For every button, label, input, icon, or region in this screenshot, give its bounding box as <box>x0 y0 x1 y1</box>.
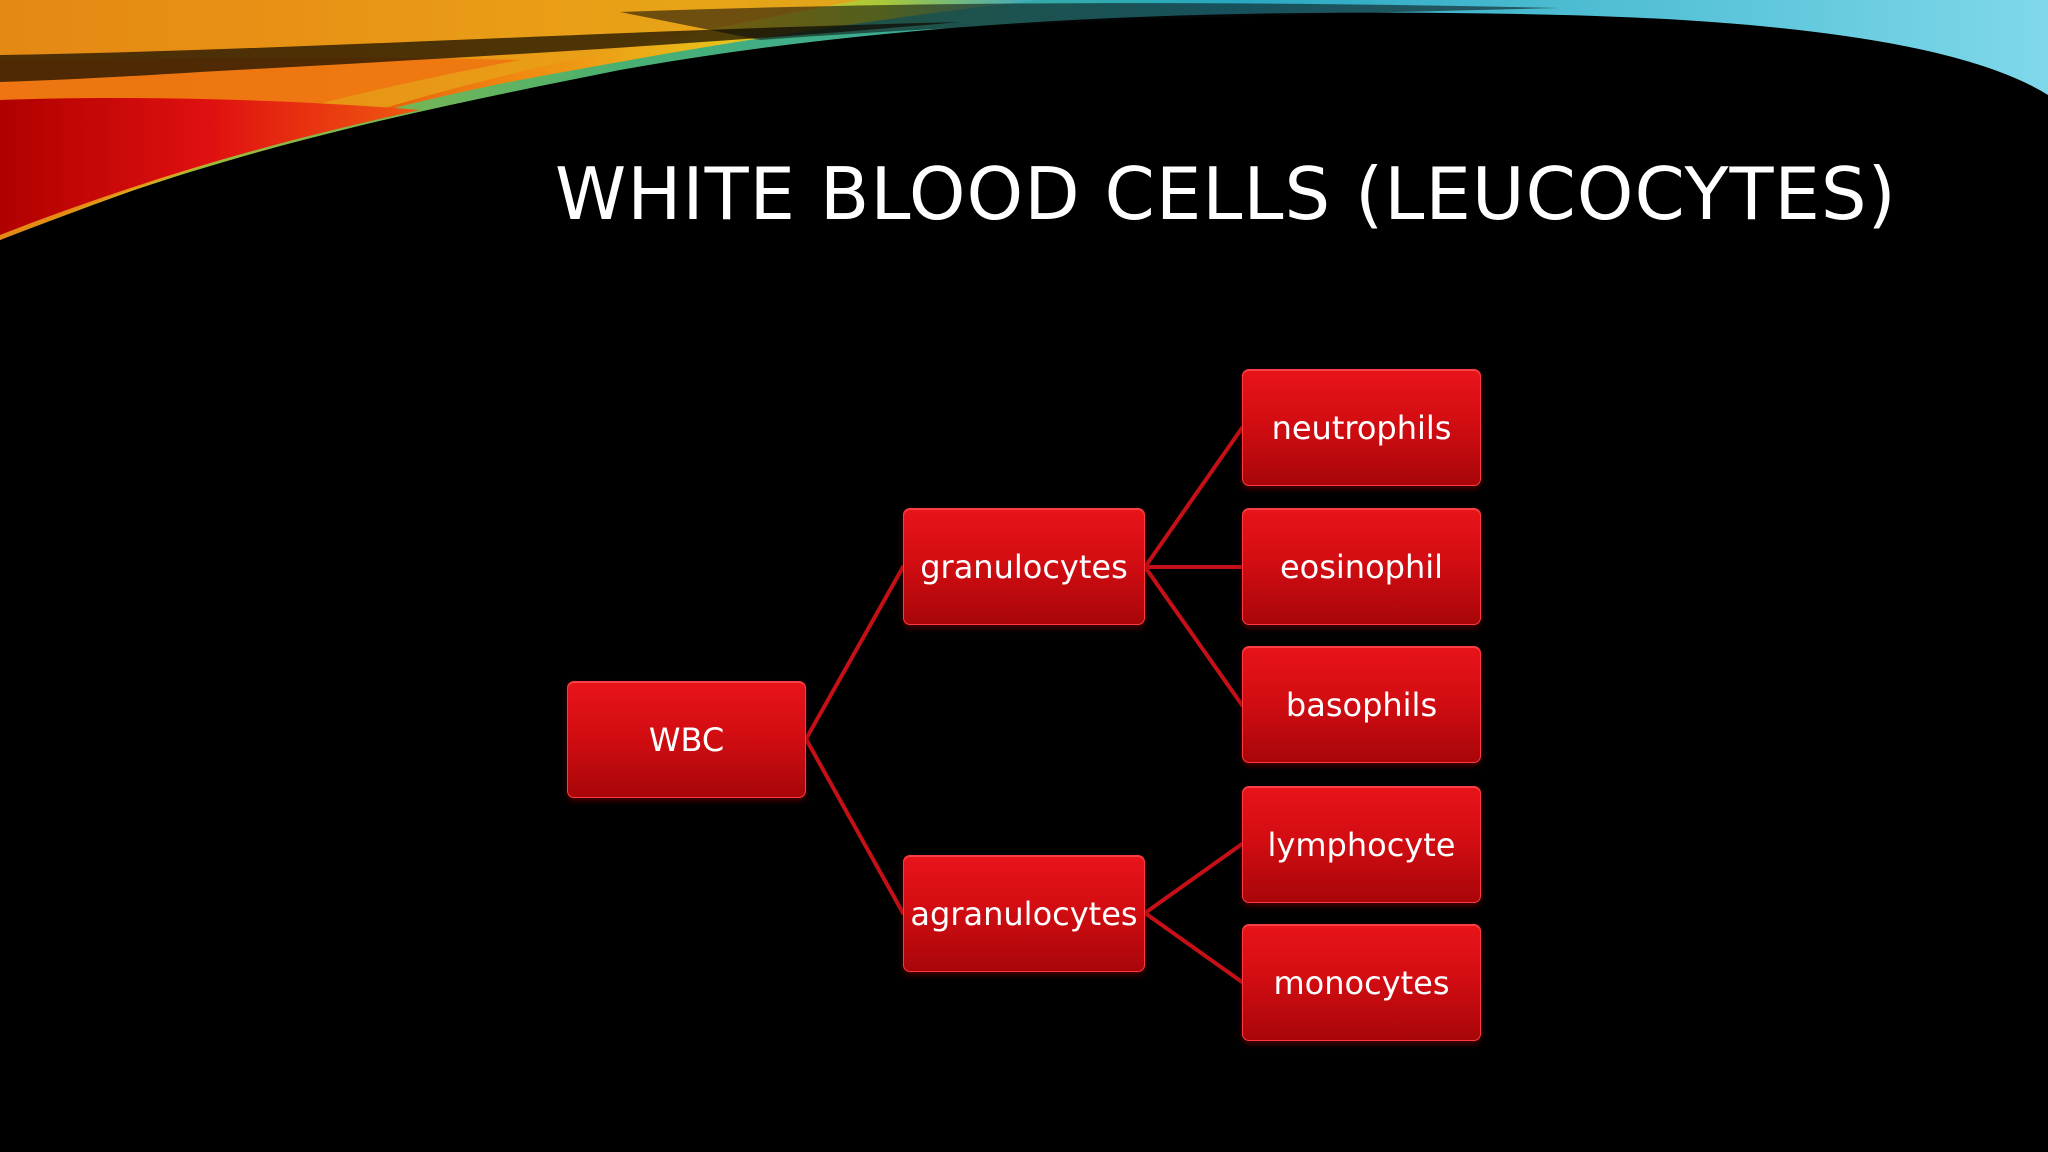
granulocytes-box: granulocytes <box>903 508 1145 625</box>
neutrophils-box: neutrophils <box>1242 369 1481 486</box>
neutrophils-label: neutrophils <box>1271 408 1452 447</box>
slide-title: WHITE BLOOD CELLS (LEUCOCYTES) <box>555 152 1897 236</box>
agranulocytes-box: agranulocytes <box>903 855 1145 972</box>
granulocytes-label: granulocytes <box>920 547 1128 586</box>
agranulocytes-label: agranulocytes <box>910 894 1138 933</box>
lymphocyte-box: lymphocyte <box>1242 786 1481 903</box>
monocytes-label: monocytes <box>1273 963 1450 1002</box>
basophils-box: basophils <box>1242 646 1481 763</box>
monocytes-box: monocytes <box>1242 924 1481 1041</box>
eosinophil-box: eosinophil <box>1242 508 1481 625</box>
wbc-box: WBC <box>567 681 806 798</box>
lymphocyte-label: lymphocyte <box>1267 825 1456 864</box>
eosinophil-label: eosinophil <box>1279 547 1444 586</box>
basophils-label: basophils <box>1285 685 1438 724</box>
wbc-label: WBC <box>648 720 725 759</box>
